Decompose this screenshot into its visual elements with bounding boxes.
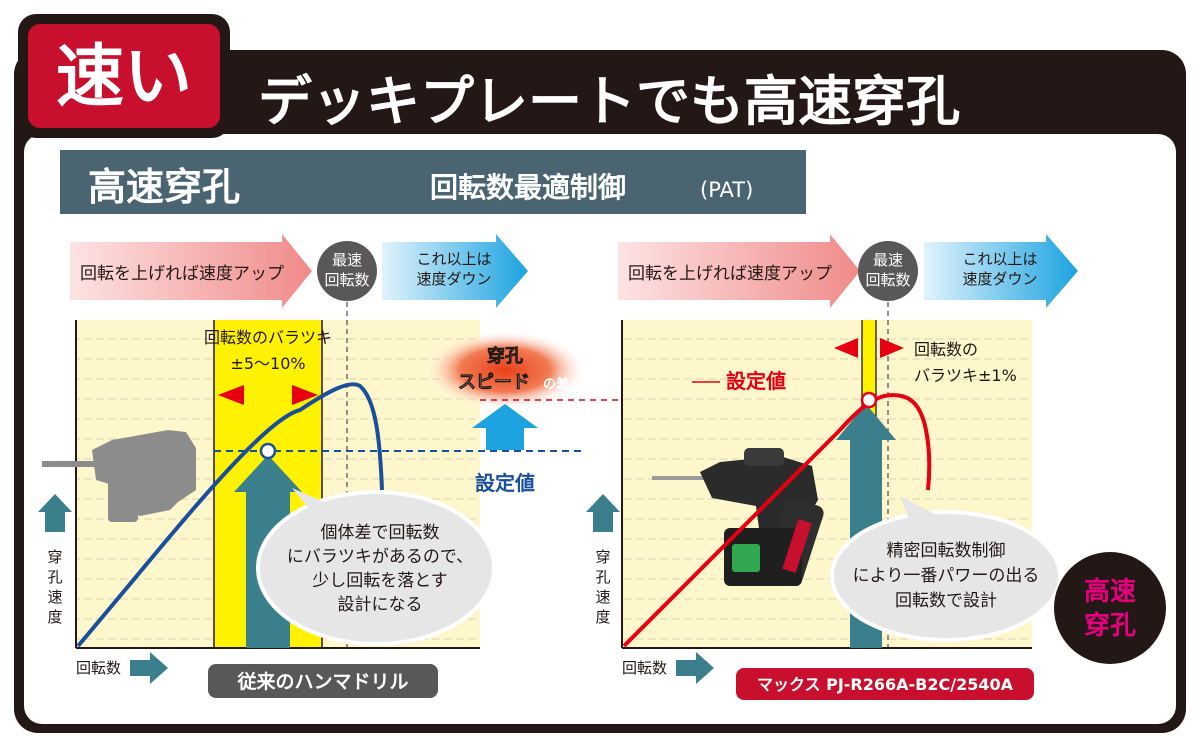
left-bubble-line2: にバラツキがあるので、 bbox=[287, 547, 473, 567]
max-rpm-circle bbox=[317, 241, 377, 301]
speed-diff-line2b: の差 bbox=[543, 376, 569, 392]
right-caption-box bbox=[736, 668, 1034, 700]
left-speed-curve bbox=[76, 382, 384, 648]
speed-diff-arrow bbox=[472, 404, 538, 450]
sub-banner-left: 高速穿孔 bbox=[88, 165, 240, 209]
right-speed-down-line2: 速度ダウン bbox=[962, 270, 1037, 288]
left-y-axis-arrow bbox=[38, 494, 72, 532]
left-variance-arrow-left bbox=[218, 385, 244, 405]
right-y-label-4: 度 bbox=[595, 608, 610, 626]
speed-up-label: 回転を上げれば速度アップ bbox=[80, 264, 284, 284]
right-x-label: 回転数 bbox=[622, 659, 667, 677]
max-rpm-line2: 回転数 bbox=[324, 271, 369, 289]
max-rpm-line1: 最速 bbox=[332, 251, 362, 269]
left-x-label: 回転数 bbox=[76, 659, 121, 677]
left-variance-label-line1: 回転数のバラツキ bbox=[204, 328, 332, 347]
fast-drilling-badge: 高速 穿孔 bbox=[1054, 552, 1166, 664]
right-operating-point bbox=[860, 391, 878, 409]
right-variance-arrow-right bbox=[880, 338, 904, 358]
sub-banner-center: 回転数最適制御 bbox=[430, 171, 626, 204]
left-variance-arrow-right bbox=[292, 385, 318, 405]
speed-up-arrow bbox=[70, 234, 312, 308]
right-speed-down-line1: これ以上は bbox=[962, 250, 1037, 268]
left-operating-point bbox=[259, 442, 277, 460]
right-chart: 回転を上げれば速度アップ 最速 回転数 これ以上は 速度ダウン 回転数の バラツ… bbox=[586, 234, 1166, 700]
right-max-rpm-line2: 回転数 bbox=[865, 271, 910, 289]
left-y-label-3: 速 bbox=[47, 588, 62, 606]
max-drill-product-icon bbox=[652, 448, 824, 586]
speed-diff-line1: 穿孔 bbox=[487, 345, 523, 367]
right-bubble-line1: 精密回転数制御 bbox=[887, 541, 1006, 561]
right-speech-bubble: 精密回転数制御 により一番パワーの出る 回転数で設計 bbox=[830, 496, 1062, 642]
right-y-label-2: 孔 bbox=[595, 568, 610, 586]
right-max-rpm-line1: 最速 bbox=[873, 251, 903, 269]
left-y-label-4: 度 bbox=[47, 608, 62, 626]
right-y-label-1: 穿 bbox=[595, 548, 610, 566]
right-max-rpm-circle bbox=[858, 241, 918, 301]
left-caption-box bbox=[208, 664, 438, 698]
speed-diff-glow bbox=[423, 330, 587, 410]
right-variance-label-line1: 回転数の bbox=[914, 340, 978, 359]
left-speech-bubble: 個体差で回転数 にバラツキがあるので、 少し回転を落とす 設計になる bbox=[256, 488, 496, 646]
badge-text: 速い bbox=[56, 38, 192, 117]
right-speed-up-label: 回転を上げれば速度アップ bbox=[628, 264, 832, 284]
page-title: デッキプレートでも高速穿孔 bbox=[258, 70, 960, 133]
setpoint-low-label: 設定値 bbox=[475, 471, 535, 495]
right-y-label-3: 速 bbox=[595, 588, 610, 606]
left-chart: 回転を上げれば速度アップ 最速 回転数 これ以上は 速度ダウン 回転数のバラツキ… bbox=[38, 234, 586, 698]
fast-badge-line2: 穿孔 bbox=[1084, 610, 1136, 641]
right-bubble-line3: 回転数で設計 bbox=[895, 591, 997, 611]
left-bubble-line4: 設計になる bbox=[338, 595, 423, 615]
right-y-axis-arrow bbox=[586, 494, 620, 532]
right-speed-up-arrow bbox=[618, 234, 860, 308]
right-x-axis-arrow bbox=[676, 652, 714, 684]
conventional-drill-icon bbox=[42, 430, 196, 522]
right-variance-arrow-left bbox=[834, 338, 858, 358]
right-speed-down-arrow bbox=[924, 234, 1078, 308]
right-bubble-line2: により一番パワーの出る bbox=[853, 566, 1040, 586]
speed-badge: 速い bbox=[18, 14, 230, 138]
right-caption: マックス PJ-R266A-B2C/2540A bbox=[757, 675, 1014, 694]
fast-badge-line1: 高速 bbox=[1084, 576, 1136, 607]
setpoint-high-label: 設定値 bbox=[726, 369, 786, 393]
left-caption: 従来のハンマドリル bbox=[236, 670, 408, 693]
left-variance-label-line2: ±5〜10% bbox=[230, 354, 305, 373]
speed-down-line2: 速度ダウン bbox=[416, 270, 491, 288]
speed-down-line1: これ以上は bbox=[416, 250, 491, 268]
speed-down-arrow bbox=[382, 234, 528, 308]
right-variance-label-line2: バラツキ±1% bbox=[914, 366, 1017, 385]
left-x-axis-arrow bbox=[130, 652, 168, 684]
left-bubble-line1: 個体差で回転数 bbox=[321, 523, 440, 543]
left-y-label-2: 孔 bbox=[47, 568, 62, 586]
left-y-label-1: 穿 bbox=[47, 548, 62, 566]
speed-diff-line2a: スピード bbox=[458, 372, 530, 393]
left-bubble-line3: 少し回転を落とす bbox=[312, 571, 448, 591]
sub-banner-suffix: (PAT) bbox=[700, 178, 753, 202]
sub-banner bbox=[60, 150, 806, 214]
